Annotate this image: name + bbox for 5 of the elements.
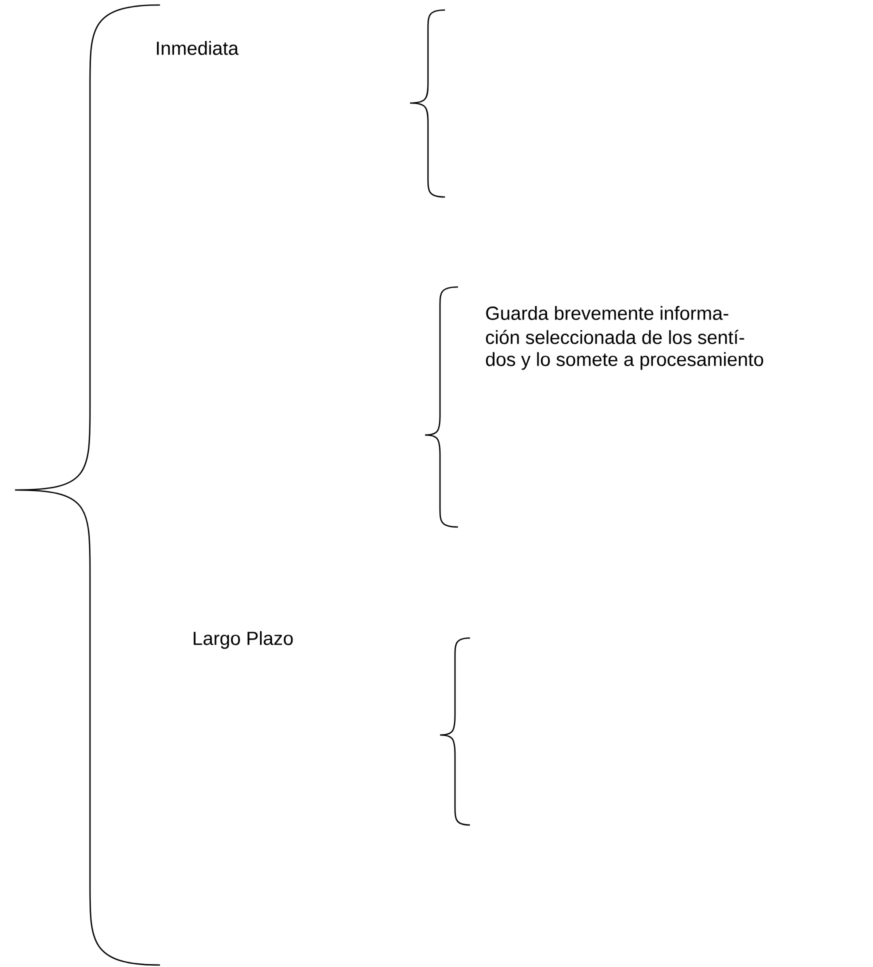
note-text: dos y lo somete a procesamiento (486, 352, 764, 370)
note-text: Guarda brevemente informa- (486, 306, 728, 320)
text-label: Largo Plazo (194, 631, 293, 649)
text-label: Inmediata (156, 41, 239, 55)
note-text: ción seleccionada de los sentí- (486, 330, 744, 344)
